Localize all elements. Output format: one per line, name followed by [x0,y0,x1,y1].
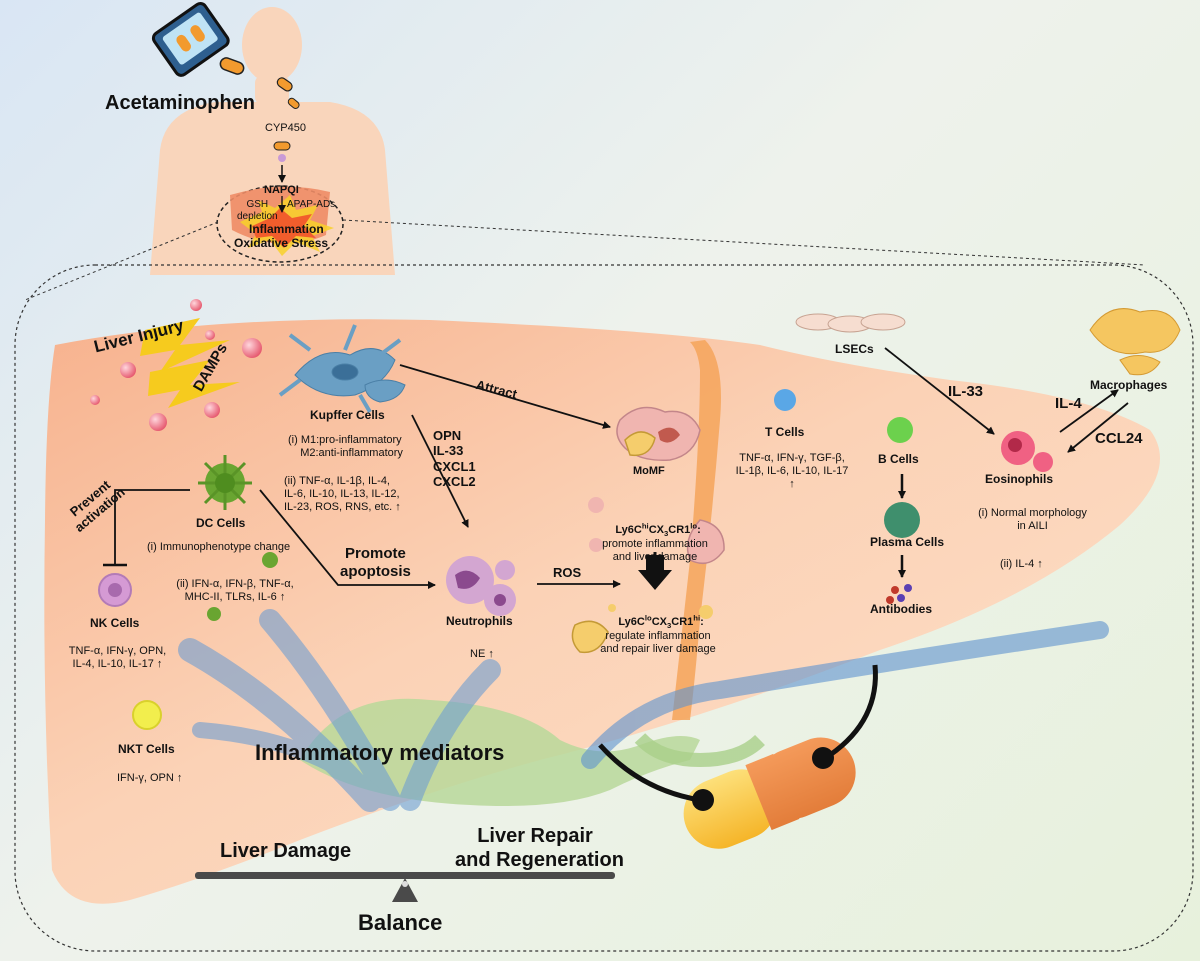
label-b-cells: B Cells [878,452,919,466]
liver-zoom-ellipse [216,185,344,263]
label-eosinophil-il4: (ii) IL-4 ↑ [1000,558,1043,570]
label-eosinophil-morphology: (i) Normal morphology in AILI [978,507,1087,532]
label-antibodies: Antibodies [870,602,932,616]
label-eosinophils: Eosinophils [985,472,1054,486]
label-dc-cells: DC Cells [196,516,246,530]
label-ne: NE ↑ [470,648,494,660]
label-apap-ads: APAP-ADs [287,199,336,210]
label-oxidative-stress: Oxidative Stress [234,236,329,250]
eosinophil-icon [1001,431,1053,472]
label-nkt-cytokines: IFN-γ, OPN ↑ [117,772,183,784]
label-kupffer-phenotype: (i) M1:pro-inflammatory M2:anti-inflamma… [288,434,403,459]
label-neutrophils: Neutrophils [446,614,513,628]
label-kupffer-cells: Kupffer Cells [310,408,385,422]
mediator-streams [178,609,1109,812]
damps-icon [90,299,262,431]
label-macrophages: Macrophages [1090,378,1168,392]
arrows [103,347,1129,589]
label-ly6c-hi: Ly6ChiCX3CR1lo:promote inflammation and … [602,520,708,563]
label-il4: IL-4 [1055,395,1082,412]
pill-box-icon [151,2,230,77]
label-t-cytokines: TNF-α, IFN-γ, TGF-β, IL-1β, IL-6, IL-10,… [735,452,849,490]
gallbladder [300,698,700,806]
label-liver-damage: Liver Damage [220,840,352,862]
label-acetaminophen: Acetaminophen [105,92,256,114]
label-plasma-cells: Plasma Cells [870,535,945,549]
label-promote-apoptosis: Promote apoptosis [340,545,411,580]
balance-scale-icon [195,872,615,902]
dc-cell-icon [198,455,278,621]
label-kupffer-cytokines: (ii) TNF-α, IL-1β, IL-4, IL-6, IL-10, IL… [284,475,401,513]
label-chemokines: OPN IL-33 CXCL1 CXCL2 [433,428,476,489]
t-cell-icon [774,389,796,411]
label-inflammation: Inflammation [249,222,324,236]
label-ros: ROS [553,565,582,580]
label-nk-cells: NK Cells [90,616,140,630]
label-ly6c-lo: Ly6CloCX3CR1hi:regulate inflammation and… [600,612,716,655]
label-momf: MoMF [633,465,665,477]
b-cell-icon [887,417,913,443]
neutrophil-icon [446,556,516,616]
label-dc-phenotype: (i) Immunophenotype change [147,541,291,553]
label-inflammatory-mediators: Inflammatory mediators [255,740,505,765]
label-nkt-cells: NKT Cells [118,742,175,756]
kupffer-cell-icon [278,324,406,414]
label-napqi: NAPQI [264,184,299,196]
label-ccl24: CCL24 [1095,430,1143,447]
label-il33-right: IL-33 [948,383,984,400]
momf-icon [571,406,725,654]
antibodies-icon [886,584,912,604]
label-cyp450: CYP450 [265,122,306,134]
label-liver-repair: Liver Repair and Regeneration [455,825,624,871]
macrophage-icon [1089,308,1181,376]
pill-trail-icon [219,57,300,162]
label-lsecs: LSECs [835,342,874,356]
label-t-cells: T Cells [765,425,805,439]
lsec-icon [795,313,906,333]
label-gsh-depletion: GSH depletion [237,199,278,222]
label-dc-cytokines: (ii) IFN-α, IFN-β, TNF-α, MHC-II, TLRs, … [176,578,294,603]
zoom-frame [14,264,1194,952]
label-balance: Balance [358,910,443,935]
nkt-cell-icon [132,700,162,730]
label-nk-cytokines: TNF-α, IFN-γ, OPN, IL-4, IL-10, IL-17 ↑ [68,645,167,670]
plasma-cell-icon [884,502,920,538]
